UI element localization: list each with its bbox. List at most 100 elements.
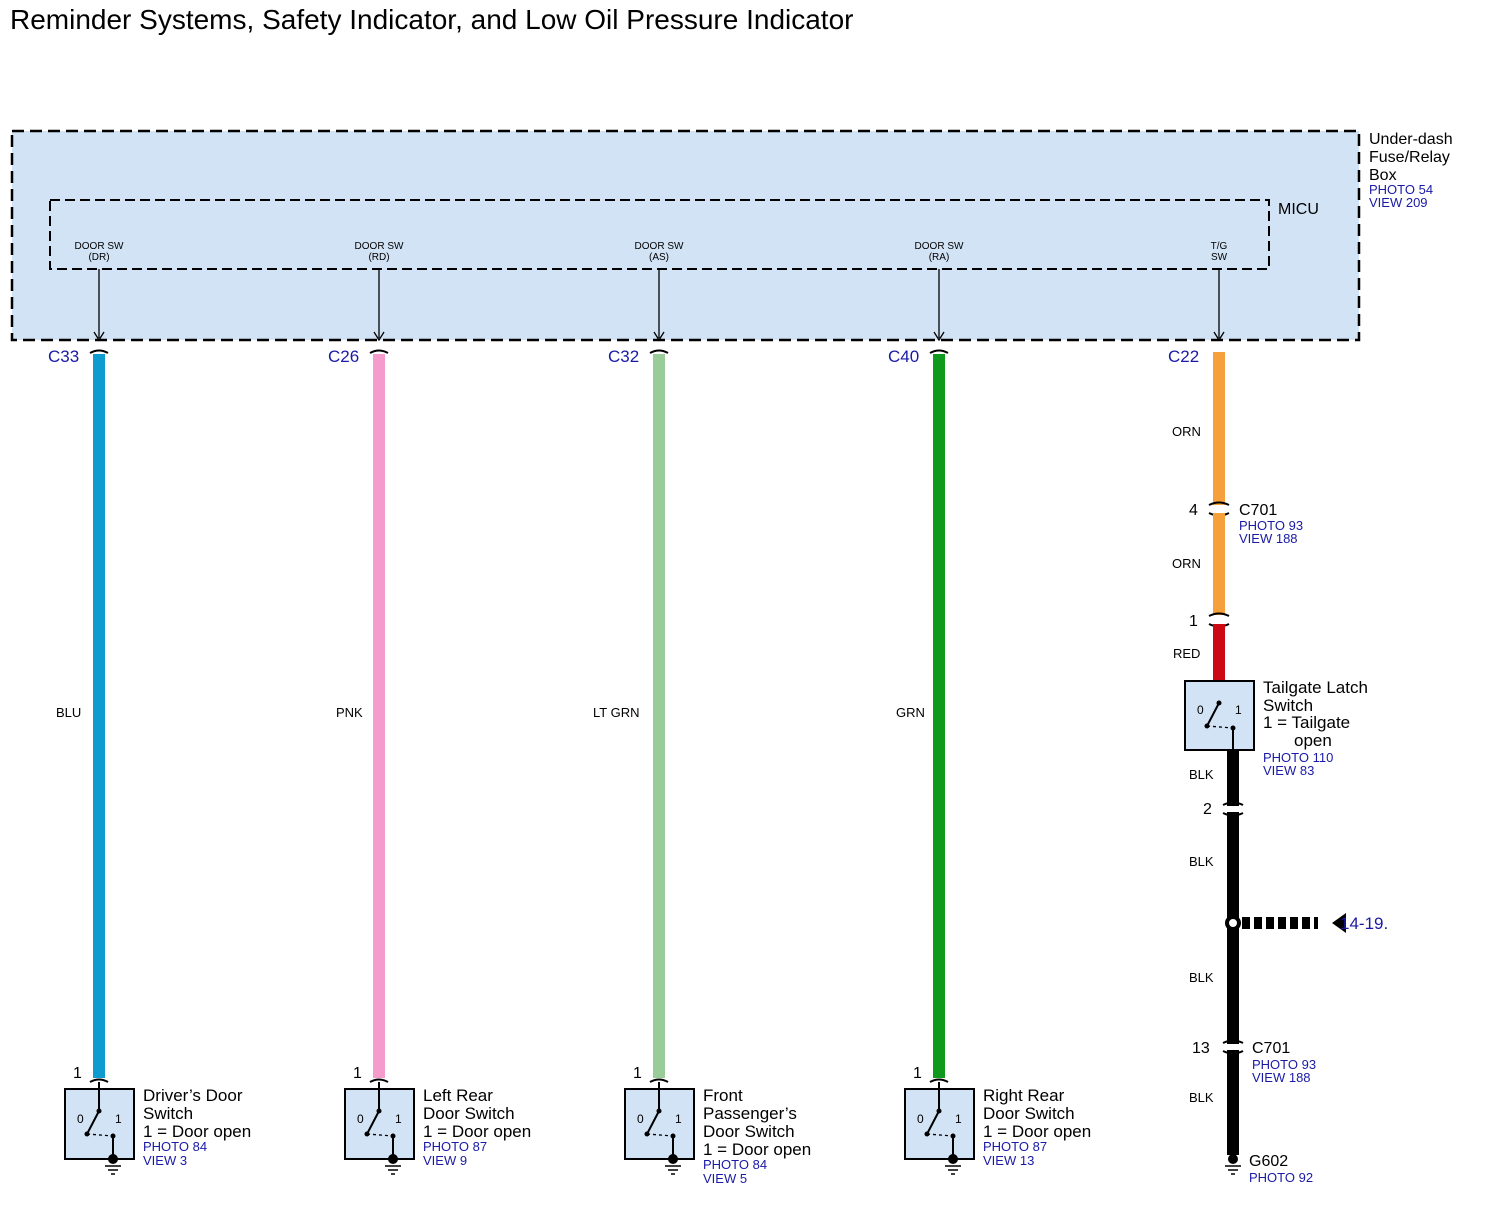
- pin-name-line: (RD): [368, 252, 389, 263]
- switch-label: 1 = Door open: [703, 1140, 811, 1159]
- ground-symbol: [948, 1154, 958, 1164]
- view-ref[interactable]: VIEW 9: [423, 1153, 467, 1168]
- terminal-arrow: [653, 331, 665, 342]
- ground-symbol: [1225, 1154, 1241, 1175]
- switch-position-1: 1: [395, 1112, 402, 1126]
- wire-label: ORN: [1172, 556, 1201, 571]
- micu-label: MICU: [1278, 201, 1319, 218]
- connector-cap: [89, 349, 109, 354]
- switch-label: Switch: [1263, 696, 1313, 715]
- fuse-box-label-line: Box: [1369, 167, 1397, 184]
- fuse-box-view-ref[interactable]: VIEW 209: [1369, 195, 1428, 210]
- inline-connector: [1222, 1039, 1244, 1055]
- wire-label: GRN: [896, 705, 925, 720]
- pin-name-line: T/G: [1211, 241, 1228, 252]
- switch-label: Driver’s Door: [143, 1086, 243, 1105]
- terminal-arrow: [93, 331, 105, 342]
- terminal-arrow: [373, 331, 385, 342]
- switch-position-0: 0: [637, 1112, 644, 1126]
- branch-arrow: [1332, 913, 1346, 933]
- wire-label: BLK: [1189, 970, 1214, 985]
- switch-label: Switch: [143, 1104, 193, 1123]
- pin-name-line: DOOR SW: [915, 241, 964, 252]
- ground-symbol: [108, 1154, 118, 1164]
- connector-cap: [929, 349, 949, 354]
- view-ref[interactable]: VIEW 188: [1252, 1070, 1311, 1085]
- pin-name-line: (DR): [88, 252, 109, 263]
- connector-label[interactable]: C32: [608, 347, 639, 366]
- terminal-arrow: [1213, 331, 1225, 342]
- wire-label: BLK: [1189, 1090, 1214, 1105]
- page-title: Reminder Systems, Safety Indicator, and …: [10, 4, 854, 35]
- fuse-box-label-line: Fuse/Relay: [1369, 149, 1450, 166]
- connector-name[interactable]: C701: [1239, 502, 1277, 519]
- view-ref[interactable]: VIEW 3: [143, 1153, 187, 1168]
- pin-number: 1: [353, 1065, 362, 1082]
- view-ref[interactable]: VIEW 188: [1239, 531, 1298, 546]
- connector-cap: [89, 1078, 109, 1083]
- switch-label: 1 = Door open: [423, 1122, 531, 1141]
- fuse-relay-box: [10, 129, 1361, 342]
- ground-name[interactable]: G602: [1249, 1153, 1288, 1170]
- view-ref[interactable]: VIEW 83: [1263, 763, 1314, 778]
- pin-number: 1: [1189, 613, 1198, 630]
- tailgate-latch-switch[interactable]: 0 1: [1184, 680, 1255, 751]
- photo-ref[interactable]: PHOTO 92: [1249, 1170, 1313, 1185]
- connector-label[interactable]: C33: [48, 347, 79, 366]
- splice-point: [1225, 915, 1241, 931]
- switch-position-1: 1: [115, 1112, 122, 1126]
- pin-number: 2: [1203, 801, 1212, 818]
- photo-ref[interactable]: PHOTO 84: [143, 1139, 207, 1154]
- pin-name-line: DOOR SW: [75, 241, 124, 252]
- connector-label[interactable]: C26: [328, 347, 359, 366]
- cross-reference-link[interactable]: 14-19.: [1340, 914, 1388, 933]
- switch-position-0: 0: [917, 1112, 924, 1126]
- photo-ref[interactable]: PHOTO 93: [1239, 518, 1303, 533]
- photo-ref[interactable]: PHOTO 84: [703, 1157, 767, 1172]
- inline-connector: [1222, 801, 1244, 817]
- wire-label: RED: [1173, 646, 1200, 661]
- wire-label: BLK: [1189, 854, 1214, 869]
- fuse-box-label: Under-dash Fuse/Relay Box PHOTO 54 VIEW …: [1369, 131, 1453, 210]
- pin-number: 1: [633, 1065, 642, 1082]
- photo-ref[interactable]: PHOTO 87: [423, 1139, 487, 1154]
- fuse-box-label-line: Under-dash: [1369, 131, 1453, 148]
- switch-label: 1 = Door open: [143, 1122, 251, 1141]
- connector-label[interactable]: C22: [1168, 347, 1199, 366]
- photo-ref[interactable]: PHOTO 110: [1263, 750, 1333, 765]
- terminal-arrow: [933, 331, 945, 342]
- view-ref[interactable]: VIEW 5: [703, 1171, 747, 1186]
- wire-label: ORN: [1172, 424, 1201, 439]
- switch-label: 1 = Tailgate: [1263, 713, 1350, 732]
- connector-name[interactable]: C701: [1252, 1040, 1290, 1057]
- connector-cap: [929, 1078, 949, 1083]
- photo-ref[interactable]: PHOTO 93: [1252, 1057, 1316, 1072]
- switch-position-1: 1: [1235, 703, 1242, 717]
- photo-ref[interactable]: PHOTO 87: [983, 1139, 1047, 1154]
- switch-label: Left Rear: [423, 1086, 493, 1105]
- switch-label: Door Switch: [703, 1122, 795, 1141]
- wire-label: PNK: [336, 705, 363, 720]
- switch-label: Tailgate Latch: [1263, 678, 1368, 697]
- ground-symbol: [388, 1154, 398, 1164]
- fuse-box-photo-ref[interactable]: PHOTO 54: [1369, 182, 1433, 197]
- view-ref[interactable]: VIEW 13: [983, 1153, 1034, 1168]
- pin-number: 1: [73, 1065, 82, 1082]
- pin-number: 4: [1189, 502, 1198, 519]
- switch-label: 1 = Door open: [983, 1122, 1091, 1141]
- connector-cap: [369, 349, 389, 354]
- connector-label[interactable]: C40: [888, 347, 919, 366]
- switch-position-0: 0: [1197, 703, 1204, 717]
- switch-label: Passenger’s: [703, 1104, 797, 1123]
- pin-name-line: (AS): [649, 252, 669, 263]
- pin-name-line: DOOR SW: [355, 241, 404, 252]
- pin-number: 1: [913, 1065, 922, 1082]
